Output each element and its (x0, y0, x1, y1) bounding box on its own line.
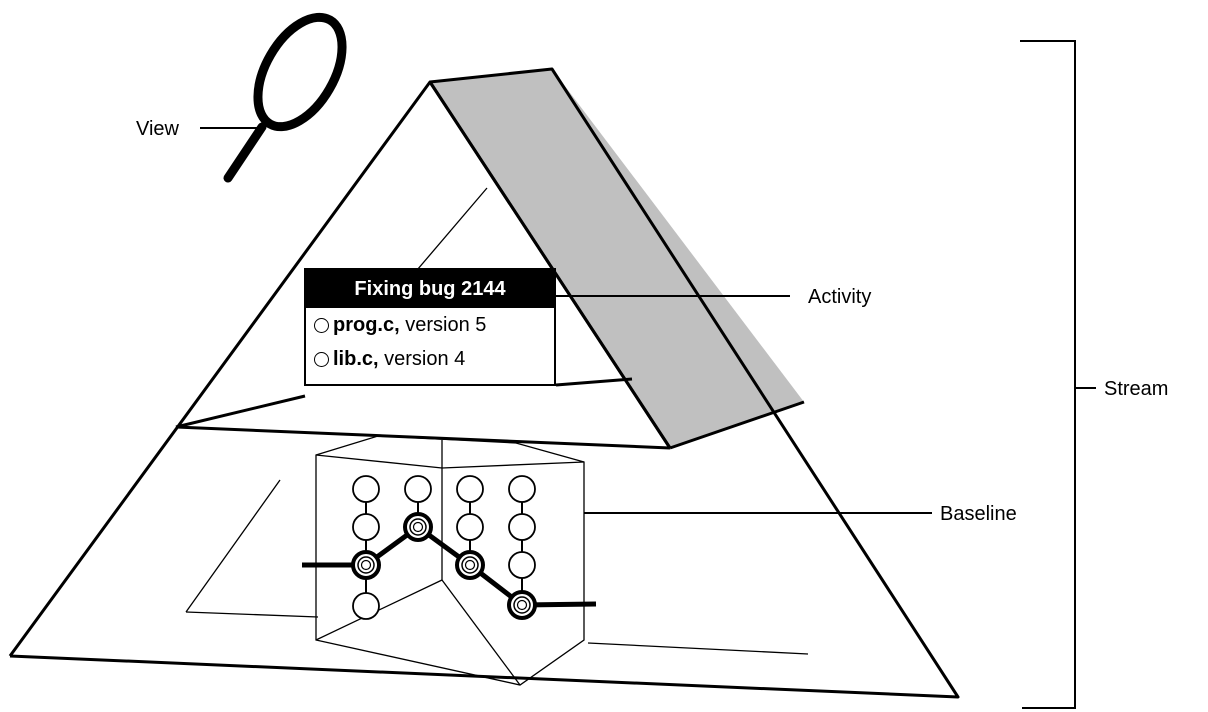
selected-node (351, 550, 381, 580)
activity-item: lib.c, version 4 (306, 342, 554, 376)
baseline-cube (315, 435, 585, 686)
activity-band (430, 69, 804, 448)
file-name: lib.c, (333, 348, 379, 370)
file-version: version 4 (384, 348, 466, 370)
radio-circle-icon (314, 352, 329, 367)
radio-circle-icon (314, 318, 329, 333)
file-version: version 5 (405, 314, 487, 336)
version-nodes (352, 475, 536, 620)
activity-card: Fixing bug 2144 prog.c, version 5 lib.c,… (304, 268, 556, 386)
activity-title: Fixing bug 2144 (306, 270, 554, 308)
activity-label: Activity (808, 286, 872, 308)
version-path (302, 524, 597, 608)
file-name: prog.c, (333, 314, 400, 336)
activity-item: prog.c, version 5 (306, 308, 554, 342)
selected-node (455, 550, 485, 580)
baseline-version-nodes (351, 512, 537, 620)
magnifier-icon (223, 12, 347, 183)
stream-label: Stream (1104, 378, 1169, 400)
pyramid-outline (8, 67, 960, 699)
leader-lines (200, 40, 1096, 709)
baseline-label: Baseline (940, 503, 1017, 525)
selected-node (507, 590, 537, 620)
stream-bracket (1020, 40, 1076, 709)
selected-node (403, 512, 433, 542)
view-label: View (136, 118, 179, 140)
